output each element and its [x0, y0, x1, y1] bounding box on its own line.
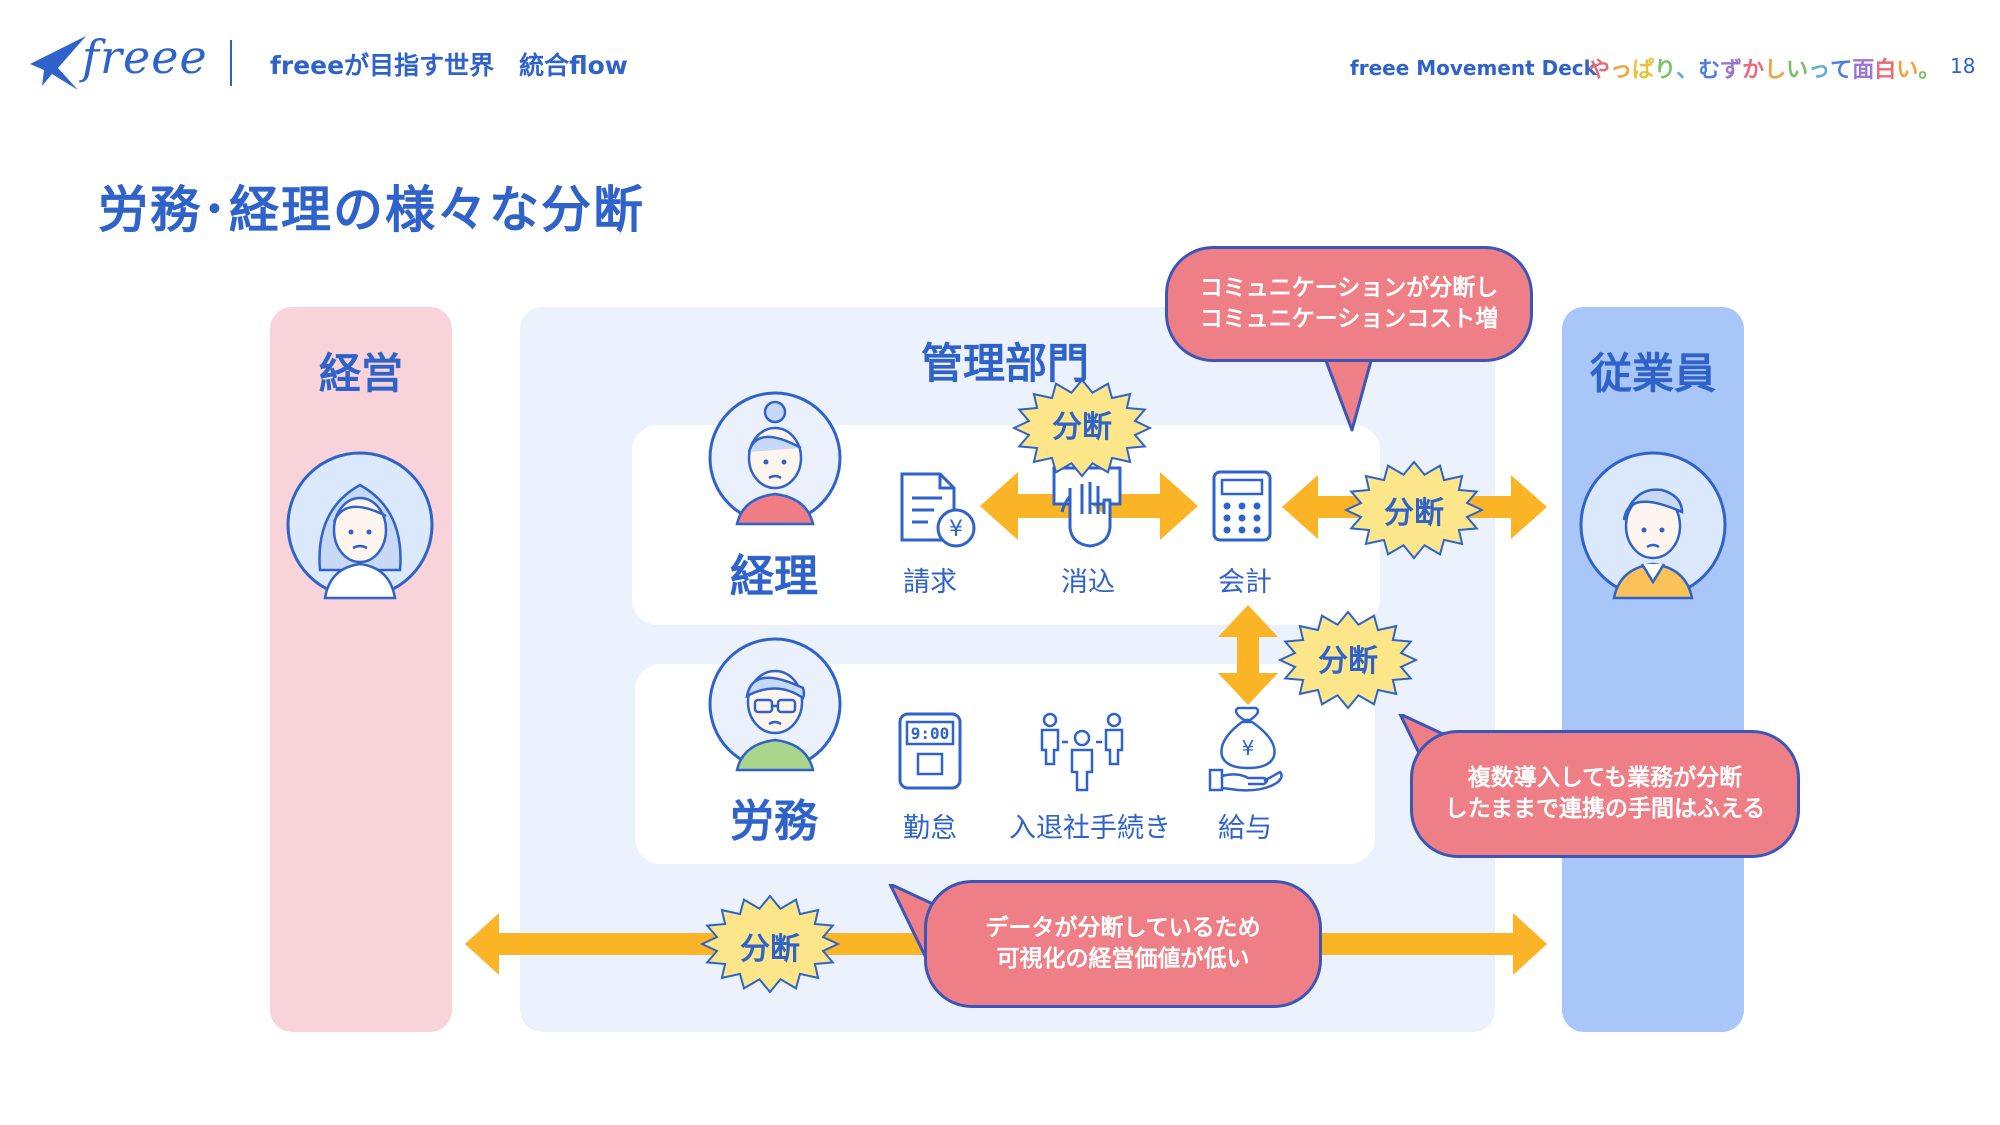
communication-bubble-tail [1320, 350, 1376, 432]
communication-bubble-line-2: コミュニケーションコスト増 [1199, 306, 1499, 332]
page-number: 18 [1950, 54, 1976, 78]
communication-issue-bubble: コミュニケーションが分断し コミュニケーションコスト増 [1165, 246, 1533, 362]
disconnect-label-payroll: 分断 [1318, 644, 1378, 679]
tagline-char: り [1654, 58, 1677, 83]
disconnect-label-employee: 分断 [1384, 496, 1444, 531]
tagline-char: 。 [1918, 58, 1941, 83]
tagline-char: か [1742, 58, 1765, 83]
clock-time-text: 9:00 [911, 724, 950, 743]
billing-label: 請求 [903, 567, 957, 598]
header-divider [230, 40, 232, 86]
employee-column [1562, 307, 1744, 1032]
disconnect-burst-payroll [1278, 610, 1418, 710]
attendance-label: 勤怠 [903, 813, 957, 844]
executive-column [270, 307, 452, 1032]
disconnect-label-top: 分断 [1052, 410, 1112, 445]
tagline-char: い [1896, 58, 1919, 83]
payroll-label: 給与 [1218, 813, 1272, 844]
accounting-role-label: 経理 [730, 551, 818, 602]
payroll-yen-symbol: ¥ [1242, 736, 1255, 760]
colorful-tagline: やっぱり、むずかしいって面白い。 [1588, 52, 1940, 84]
data-issue-bubble: データが分断しているため 可視化の経営価値が低い [924, 880, 1322, 1008]
disconnect-burst-employee [1344, 460, 1484, 560]
tagline-char: っ [1808, 58, 1831, 83]
calculator-icon [1212, 470, 1272, 542]
payroll-money-bag-icon: ¥ [1208, 706, 1283, 792]
executive-label: 経営 [318, 349, 403, 398]
freee-logo-text: freee [82, 30, 208, 84]
data-bubble-line-2: 可視化の経営価値が低い [996, 946, 1250, 972]
tagline-char: ず [1720, 58, 1743, 83]
multiple-tools-bubble-line-1: 複数導入しても業務が分断 [1467, 765, 1743, 791]
multiple-tools-issue-bubble: 複数導入しても業務が分断 したままで連携の手間はふえる [1410, 730, 1800, 858]
employee-avatar [1579, 451, 1727, 600]
header-section-title: freeeが目指す世界 統合flow [270, 51, 628, 80]
accounting-payroll-arrow [1218, 605, 1278, 705]
data-bubble-line-1: データが分断しているため [985, 915, 1261, 941]
tagline-char: 面 [1852, 58, 1875, 83]
executive-avatar [286, 451, 434, 600]
accounting-staff-avatar [708, 391, 842, 526]
communication-bubble-line-1: コミュニケーションが分断し [1199, 275, 1499, 301]
reconciliation-hand-icon [1052, 466, 1122, 548]
yen-symbol: ¥ [949, 517, 963, 542]
onboarding-people-icon [1040, 712, 1124, 792]
slide-title: 労務･経理の様々な分断 [98, 181, 645, 239]
labor-role-label: 労務 [730, 796, 818, 847]
tagline-char: ぱ [1632, 58, 1655, 83]
tagline-char: て [1830, 58, 1853, 83]
tagline-char: や [1588, 58, 1611, 83]
tagline-char: む [1698, 58, 1721, 83]
time-clock-icon: 9:00 [898, 712, 962, 790]
billing-document-icon: ¥ [900, 472, 976, 548]
tagline-char: 、 [1676, 58, 1699, 83]
tagline-char: 白 [1874, 58, 1897, 83]
employee-label: 従業員 [1589, 349, 1716, 398]
disconnect-burst-bottom [700, 894, 840, 994]
tagline-char: し [1764, 58, 1787, 83]
labor-staff-avatar [708, 637, 842, 772]
multiple-tools-bubble-line-2: したままで連携の手間はふえる [1444, 796, 1766, 822]
freee-bird-logo-icon [30, 36, 86, 90]
tagline-char: い [1786, 58, 1809, 83]
admin-department-label: 管理部門 [920, 339, 1089, 388]
accounting-label: 会計 [1218, 567, 1272, 598]
reconciliation-label: 消込 [1061, 567, 1115, 598]
disconnect-label-bottom: 分断 [740, 932, 800, 967]
deck-name: freee Movement Deck [1350, 56, 1597, 80]
onboarding-label: 入退社手続き [1009, 813, 1171, 844]
tagline-char: っ [1610, 58, 1633, 83]
disconnect-burst-top [1012, 378, 1152, 478]
